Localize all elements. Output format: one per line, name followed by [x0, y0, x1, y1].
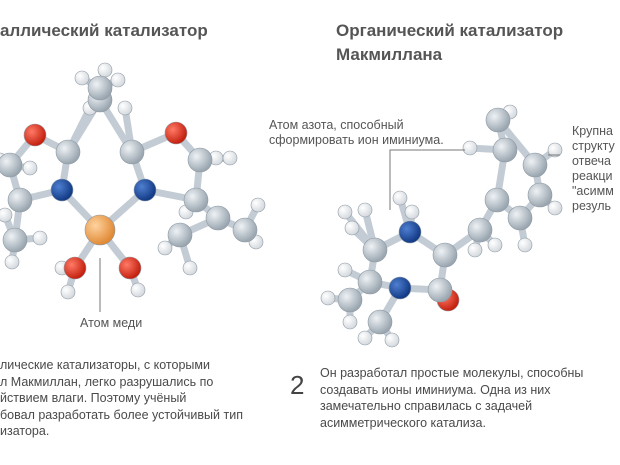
hydrogen-atom: [182, 260, 198, 276]
oxygen-atom: [63, 256, 87, 280]
side-label-line: отвеча: [572, 154, 611, 168]
right-caption-line: замечательно справилась с задачей: [320, 399, 533, 413]
hydrogen-atom: [22, 160, 38, 176]
carbon-atom: [427, 277, 453, 303]
carbon-atom: [7, 187, 33, 213]
hydrogen-atom: [467, 242, 483, 258]
nitrogen-atom: [50, 178, 74, 202]
carbon-atom: [187, 147, 213, 173]
hydrogen-atom: [97, 62, 113, 78]
hydrogen-atom: [222, 150, 238, 166]
left-caption-line: лические катализаторы, с которыми: [0, 358, 210, 372]
hydrogen-atom: [357, 330, 373, 346]
nitrogen-pointer-line: [389, 149, 465, 210]
carbon-atom: [432, 242, 458, 268]
copper-atom: [84, 214, 116, 246]
step-number: 2: [290, 370, 305, 400]
right-caption-line: асимметрического катализа.: [320, 415, 486, 430]
carbon-atom: [205, 205, 231, 231]
side-label-line: Крупна: [572, 124, 613, 138]
hydrogen-atom: [487, 237, 503, 253]
carbon-atom: [522, 152, 548, 178]
oxygen-atom: [118, 256, 142, 280]
left-caption-line: л Макмиллан, легко разрушались по: [0, 374, 214, 389]
side-label-line: "асимм: [572, 184, 614, 198]
hydrogen-atom: [32, 230, 48, 246]
hydrogen-atom: [357, 202, 373, 218]
hydrogen-atom: [404, 204, 420, 220]
carbon-atom: [527, 182, 553, 208]
hydrogen-atom: [157, 240, 173, 256]
hydrogen-atom: [344, 220, 360, 236]
left-caption-line: изатора.: [0, 424, 50, 438]
carbon-atom: [367, 309, 393, 335]
left-caption-line: йствием влаги. Поэтому учёный: [0, 391, 187, 405]
oxygen-atom: [164, 121, 188, 145]
carbon-atom: [232, 217, 258, 243]
side-label-line: резуль: [572, 199, 612, 213]
hydrogen-atom: [547, 200, 563, 216]
hydrogen-atom: [547, 142, 563, 158]
left-caption-line: бовал разработать более устойчивый тип: [0, 407, 243, 422]
hydrogen-atom: [342, 314, 358, 330]
oxygen-atom: [23, 123, 47, 147]
carbon-atom: [337, 287, 363, 313]
hydrogen-atom: [74, 70, 90, 86]
carbon-atom: [2, 227, 28, 253]
hydrogen-atom: [117, 100, 133, 116]
carbon-atom: [167, 222, 193, 248]
hydrogen-atom: [60, 284, 76, 300]
carbon-atom: [492, 137, 518, 163]
carbon-atom: [0, 152, 23, 178]
hydrogen-atom: [392, 190, 408, 206]
hydrogen-atom: [517, 237, 533, 253]
carbon-atom: [183, 187, 209, 213]
carbon-atom: [467, 217, 493, 243]
carbon-atom: [357, 269, 383, 295]
hydrogen-atom: [384, 332, 400, 348]
hydrogen-atom: [337, 262, 353, 278]
right-title-line2: Макмиллана: [336, 45, 443, 64]
nitrogen-atom: [398, 220, 422, 244]
hydrogen-atom: [320, 290, 336, 306]
side-label-line: структу: [572, 139, 615, 153]
hydrogen-atom: [337, 204, 353, 220]
carbon-atom: [87, 75, 113, 101]
nitrogen-label-line1: Атом азота, способный: [269, 118, 404, 132]
hydrogen-atom: [130, 282, 146, 298]
carbon-atom: [484, 187, 510, 213]
carbon-atom: [119, 139, 145, 165]
carbon-atom: [485, 107, 511, 133]
right-title-line1: Органический катализатор: [336, 21, 564, 40]
carbon-atom: [55, 139, 81, 165]
copper-atom-label: Атом меди: [80, 316, 143, 330]
right-caption-line: Он разработал простые молекулы, способны: [320, 366, 584, 380]
carbon-atom: [362, 237, 388, 263]
hydrogen-atom: [250, 197, 266, 213]
nitrogen-label-line2: сформировать ион иминиума.: [269, 133, 444, 147]
side-label-line: реакци: [572, 169, 613, 183]
hydrogen-atom: [110, 72, 126, 88]
right-caption-line: создавать ионы иминиума. Одна из них: [320, 382, 551, 397]
hydrogen-atom: [0, 207, 13, 223]
side-label: Крупна структу отвеча реакци "асимм резу…: [572, 124, 615, 214]
left-title: аллический катализатор: [0, 21, 208, 40]
left-caption: лические катализаторы, с которыми л Макм…: [0, 357, 243, 440]
hydrogen-atom: [4, 254, 20, 270]
carbon-atom: [507, 205, 533, 231]
right-caption: Он разработал простые молекулы, способны…: [320, 365, 583, 431]
nitrogen-atom: [133, 178, 157, 202]
nitrogen-atom: [388, 276, 412, 300]
hydrogen-atom: [462, 140, 478, 156]
